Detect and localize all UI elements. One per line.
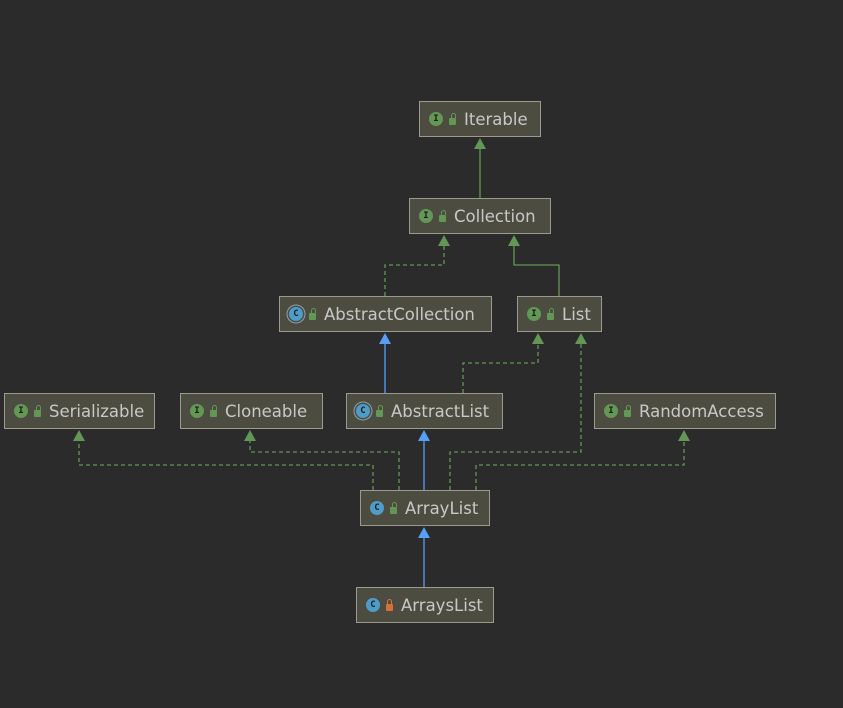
node-arraylist[interactable]: C ArrayList (360, 490, 490, 526)
node-label: RandomAccess (639, 401, 764, 421)
public-lock-icon (449, 112, 456, 125)
arrowhead-arraylist-to-serializable (73, 430, 85, 441)
class-icon: C (366, 598, 380, 612)
public-lock-icon (390, 501, 397, 514)
node-serializable[interactable]: I Serializable (4, 393, 155, 429)
edge-abstractcollection-to-collection (384, 245, 445, 296)
node-collection[interactable]: I Collection (409, 198, 551, 234)
public-lock-icon (376, 404, 383, 417)
arrowhead-abstractlist-to-abstractcollection (379, 333, 391, 344)
node-label: Serializable (49, 401, 145, 421)
interface-icon: I (14, 404, 28, 418)
node-label: Collection (454, 206, 536, 226)
node-label: ArraysList (401, 595, 483, 615)
edge-arraylist-to-serializable (78, 440, 374, 490)
arrowhead-abstractlist-to-list (532, 333, 544, 344)
class-icon: C (370, 501, 384, 515)
arrowhead-abstractcollection-to-collection (438, 235, 450, 246)
node-label: ArrayList (405, 498, 479, 518)
abstract-class-icon: C (289, 307, 303, 321)
public-lock-icon (309, 307, 316, 320)
edge-list-to-collection (513, 245, 560, 296)
private-lock-icon (386, 598, 393, 611)
arrowhead-arraylist-to-cloneable (244, 430, 256, 441)
public-lock-icon (547, 307, 554, 320)
node-abstractlist[interactable]: C AbstractList (346, 393, 503, 429)
node-label: Cloneable (225, 401, 308, 421)
public-lock-icon (439, 209, 446, 222)
public-lock-icon (34, 404, 41, 417)
interface-icon: I (419, 209, 433, 223)
node-label: Iterable (464, 109, 528, 129)
node-cloneable[interactable]: I Cloneable (180, 393, 323, 429)
arrowhead-arrayslist-to-arraylist (418, 527, 430, 538)
abstract-class-icon: C (356, 404, 370, 418)
edge-arraylist-to-randomaccess (475, 440, 685, 490)
node-label: List (562, 304, 591, 324)
edge-abstractlist-to-list (462, 343, 539, 393)
node-list[interactable]: I List (517, 296, 602, 332)
interface-icon: I (604, 404, 618, 418)
arrowhead-arraylist-to-randomaccess (678, 430, 690, 441)
node-label: AbstractCollection (324, 304, 475, 324)
node-abstractcollection[interactable]: C AbstractCollection (279, 296, 492, 332)
node-randomaccess[interactable]: I RandomAccess (594, 393, 776, 429)
node-arrayslist[interactable]: C ArraysList (356, 587, 494, 623)
arrowhead-list-to-collection (508, 235, 520, 246)
edge-arraylist-to-cloneable (249, 440, 400, 490)
arrowhead-arraylist-to-abstractlist (418, 430, 430, 441)
interface-icon: I (429, 112, 443, 126)
public-lock-icon (624, 404, 631, 417)
node-label: AbstractList (391, 401, 490, 421)
public-lock-icon (210, 404, 217, 417)
interface-icon: I (527, 307, 541, 321)
arrowhead-collection-to-iterable (474, 138, 486, 149)
interface-icon: I (190, 404, 204, 418)
node-iterable[interactable]: I Iterable (419, 101, 541, 137)
arrowhead-arraylist-to-list (575, 333, 587, 344)
